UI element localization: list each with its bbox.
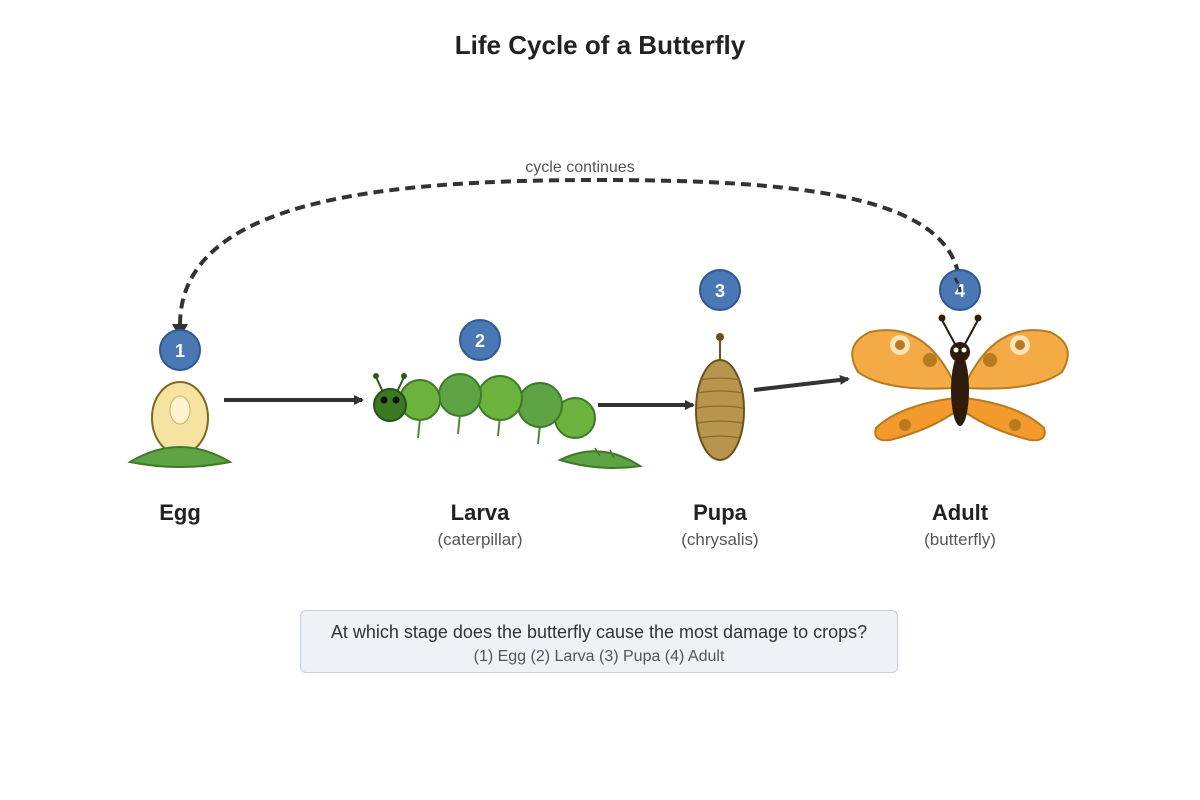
stage-subtitle-pupa: (chrysalis) (681, 530, 759, 549)
stage-name-pupa: Pupa (693, 500, 747, 525)
stage-subtitle-adult: (butterfly) (924, 530, 996, 549)
diagram-title: Life Cycle of a Butterfly (454, 30, 746, 60)
chrysalis-illustration (695, 333, 745, 461)
stage-badge-1: 1 (159, 329, 201, 371)
stage-number-3: 3 (715, 281, 725, 301)
stage-number-1: 1 (175, 341, 185, 361)
cycle-return-arrow (178, 177, 962, 326)
stage-subtitle-larva: (caterpillar) (437, 530, 523, 549)
larva-leaf (557, 450, 643, 469)
egg-illustration (127, 381, 233, 468)
cycle-label: cycle continues (525, 159, 634, 176)
butterfly-illustration (851, 314, 1069, 442)
question-box: At which stage does the butterfly cause … (300, 610, 898, 673)
arrow-pupa-to-adult (753, 374, 850, 392)
stage-name-adult: Adult (931, 500, 989, 525)
question-text: At which stage does the butterfly cause … (330, 622, 868, 642)
question-options: (1) Egg (2) Larva (3) Pupa (4) Adult (473, 648, 725, 665)
egg-leaf (127, 446, 233, 468)
stage-name-larva: Larva (450, 500, 510, 525)
stage-badge-2: 2 (459, 319, 501, 361)
caterpillar-illustration (373, 373, 643, 469)
stage-number-2: 2 (475, 331, 485, 351)
stage-name-egg: Egg (159, 500, 201, 525)
stage-badge-3: 3 (699, 269, 741, 311)
